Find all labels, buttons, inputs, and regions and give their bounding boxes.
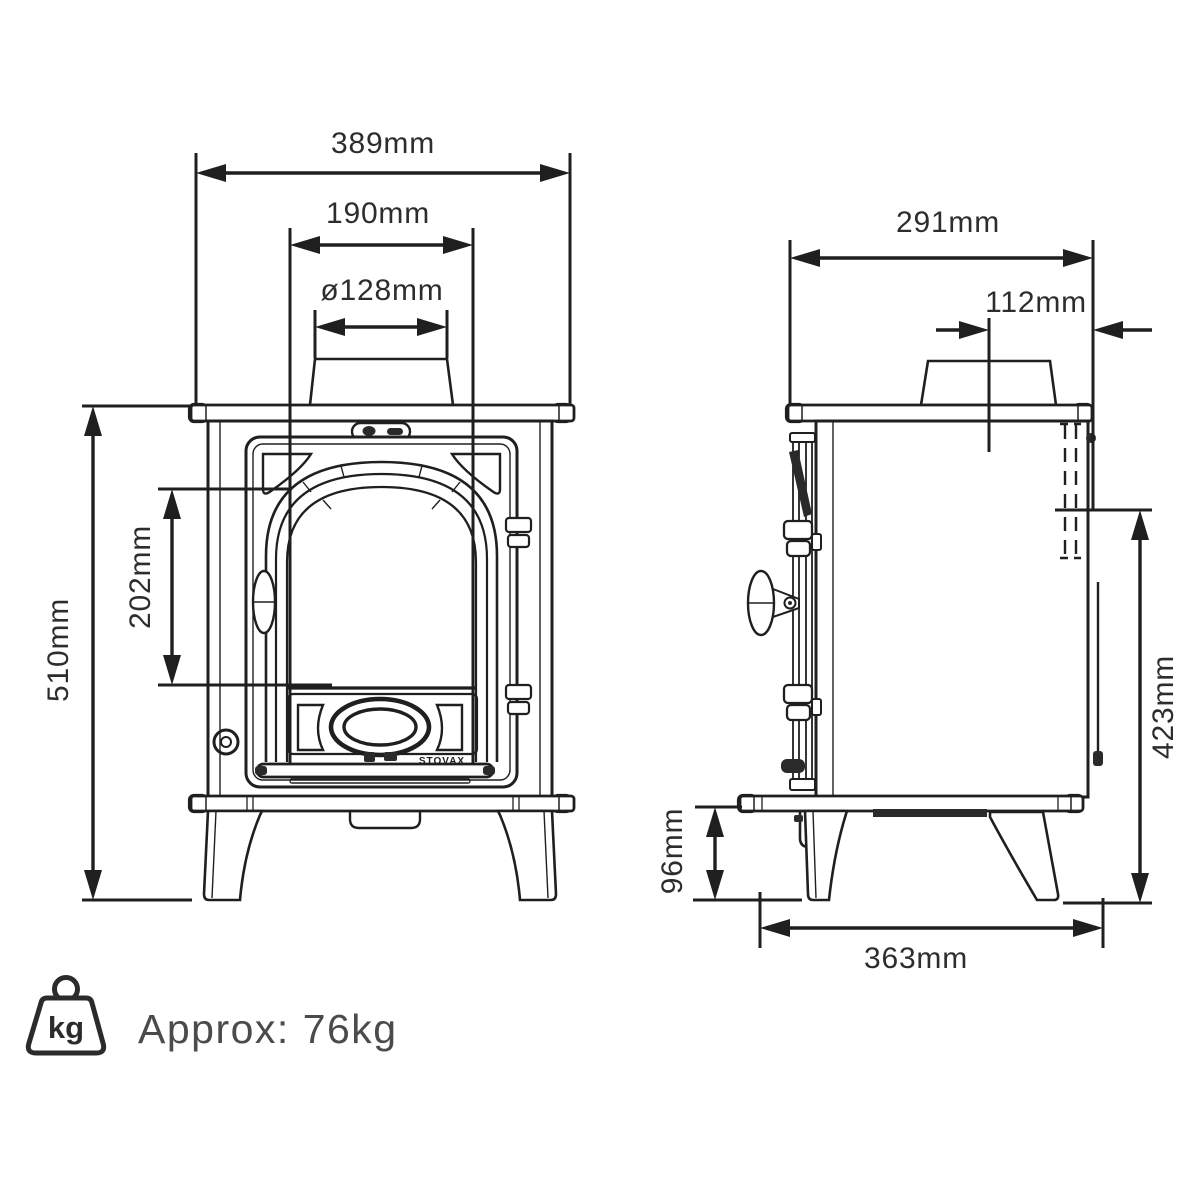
- front-ash-lip: [348, 811, 422, 830]
- weight-section: kg Approx: 76kg: [25, 975, 398, 1056]
- dim-door-glass-width: 190mm: [326, 197, 430, 230]
- door-hinge-top: [504, 516, 533, 534]
- door-corner-ornament-right: [449, 452, 502, 495]
- door-bottom-bar: [255, 762, 495, 779]
- vent-oval-outer: [328, 696, 432, 758]
- door-hinge-bottom: [504, 683, 533, 701]
- weight-kg-icon: kg: [25, 975, 107, 1056]
- door-arch-outer: [264, 460, 499, 762]
- front-leg-left: [202, 809, 265, 902]
- front-dimensions: 389mm 190mm ø128mm 510mm 202mm: [42, 127, 572, 902]
- door-arch-middle: [274, 472, 489, 762]
- side-top-plate: [786, 403, 1094, 423]
- side-hinge-top: [782, 519, 814, 541]
- side-body: [814, 419, 1090, 799]
- front-view-drawing: STOVAX: [187, 357, 576, 902]
- stovax-logo-text: STOVAX: [419, 756, 465, 767]
- approx-weight-text: Approx: 76kg: [138, 1006, 398, 1052]
- front-base-plate: [189, 794, 576, 813]
- dim-base-clearance-height: 96mm: [656, 808, 689, 895]
- dim-side-top-depth: 291mm: [896, 206, 1000, 239]
- underside-shadow: [873, 809, 987, 817]
- door-bottom-pin: [781, 759, 805, 773]
- dim-front-overall-width: 389mm: [331, 127, 435, 160]
- dim-rear-flue-height: 423mm: [1147, 655, 1180, 759]
- vent-bracket-left: [296, 703, 325, 752]
- dim-flue-diameter: ø128mm: [320, 274, 443, 307]
- dim-door-glass-height: 202mm: [124, 525, 157, 629]
- side-base-plate: [738, 794, 1085, 813]
- front-leg-right: [495, 809, 558, 902]
- door-latch-lever: [789, 450, 812, 517]
- side-leg-rear: [988, 810, 1060, 902]
- door-corner-ornament-left: [261, 452, 314, 495]
- door-arch-inner: [285, 485, 478, 762]
- side-leg-front: [803, 809, 849, 902]
- kg-badge-text: kg: [48, 1010, 84, 1045]
- side-hinge-bottom: [782, 683, 814, 705]
- dim-base-depth: 363mm: [864, 942, 968, 975]
- vent-bracket-right: [435, 703, 464, 752]
- vent-oval-inner: [342, 707, 418, 747]
- riddling-knob: [212, 728, 240, 756]
- side-dimensions: 291mm 112mm 423mm 96mm 363mm: [656, 206, 1180, 975]
- front-door-frame: [244, 435, 519, 789]
- dim-flue-centre-to-rear: 112mm: [985, 286, 1087, 319]
- front-top-plate: [189, 403, 576, 423]
- dim-front-overall-height: 510mm: [42, 598, 75, 702]
- side-view-drawing: [736, 359, 1103, 902]
- front-flue-collar: [308, 357, 455, 407]
